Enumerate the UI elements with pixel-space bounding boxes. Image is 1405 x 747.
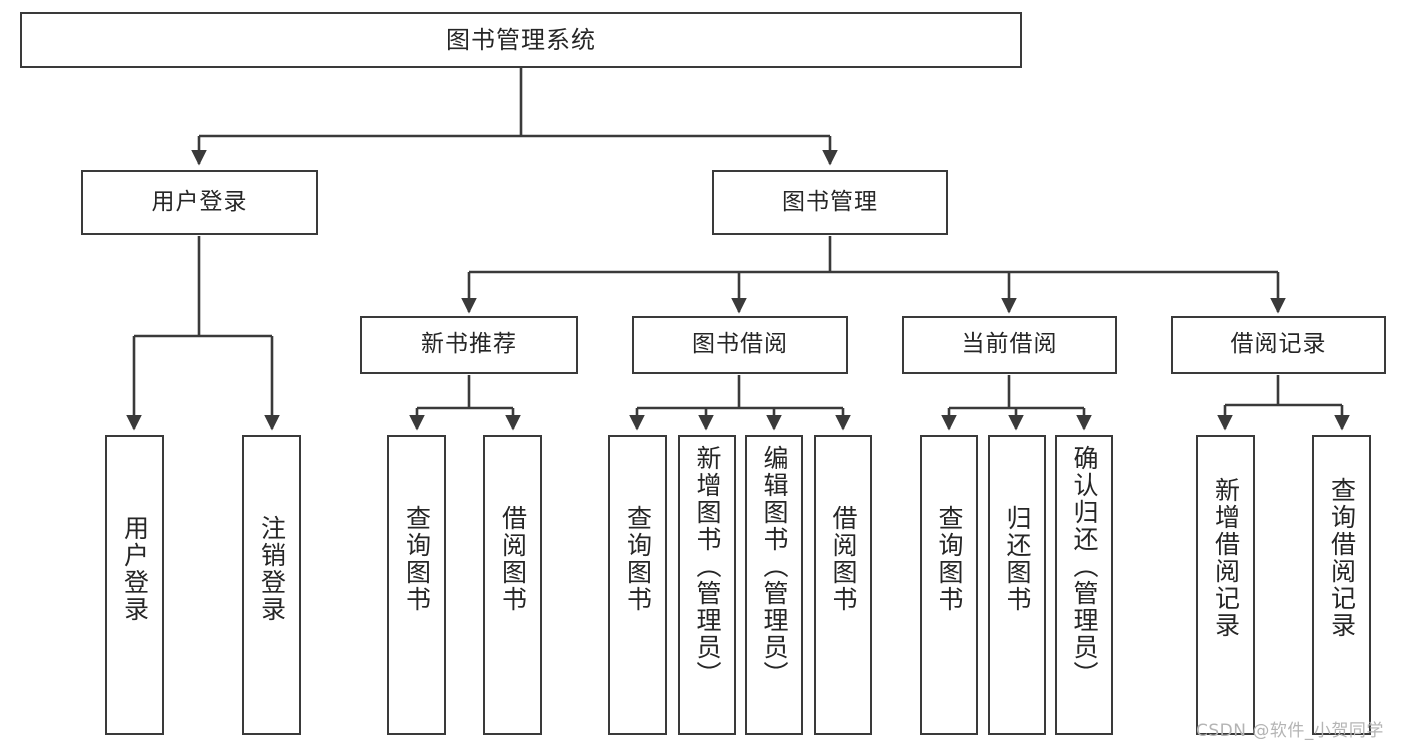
node-book-management-label: 图书管理 bbox=[782, 188, 878, 215]
node-book-management[interactable]: 图书管理 bbox=[712, 170, 948, 235]
node-leaf-logout-label: 注销登录 bbox=[257, 515, 287, 623]
node-leaf-add-record[interactable]: 新增借阅记录 bbox=[1196, 435, 1255, 735]
node-book-borrow-label: 图书借阅 bbox=[692, 331, 788, 358]
node-leaf-return-book-label: 归还图书 bbox=[1003, 505, 1032, 613]
node-user-login-label: 用户登录 bbox=[151, 188, 248, 215]
node-user-login[interactable]: 用户登录 bbox=[81, 170, 318, 235]
node-root-label: 图书管理系统 bbox=[446, 25, 596, 54]
node-leaf-edit-book[interactable]: 编辑图书（管理员） bbox=[745, 435, 803, 735]
node-leaf-query-record[interactable]: 查询借阅记录 bbox=[1312, 435, 1371, 735]
node-leaf-return-book[interactable]: 归还图书 bbox=[988, 435, 1046, 735]
node-leaf-confirm-return-label: 确认归还（管理员） bbox=[1070, 445, 1099, 688]
node-new-book-recommend-label: 新书推荐 bbox=[421, 331, 517, 358]
csdn-watermark: CSDN @软件_小贺同学 bbox=[1196, 721, 1384, 741]
node-leaf-query-book-2-label: 查询图书 bbox=[623, 505, 653, 613]
node-leaf-query-book-1-label: 查询图书 bbox=[402, 505, 432, 613]
node-leaf-borrow-book-1[interactable]: 借阅图书 bbox=[483, 435, 542, 735]
node-leaf-add-book-label: 新增图书（管理员） bbox=[693, 445, 722, 688]
node-leaf-confirm-return[interactable]: 确认归还（管理员） bbox=[1055, 435, 1113, 735]
node-leaf-query-book-2[interactable]: 查询图书 bbox=[608, 435, 667, 735]
node-leaf-borrow-book-2[interactable]: 借阅图书 bbox=[814, 435, 872, 735]
node-current-borrow-label: 当前借阅 bbox=[961, 331, 1058, 358]
node-leaf-borrow-book-1-label: 借阅图书 bbox=[498, 505, 528, 613]
node-current-borrow[interactable]: 当前借阅 bbox=[902, 316, 1117, 374]
node-leaf-borrow-book-2-label: 借阅图书 bbox=[829, 505, 858, 613]
node-leaf-query-book-3-label: 查询图书 bbox=[935, 505, 964, 613]
node-borrow-record[interactable]: 借阅记录 bbox=[1171, 316, 1386, 374]
node-new-book-recommend[interactable]: 新书推荐 bbox=[360, 316, 578, 374]
node-leaf-query-book-1[interactable]: 查询图书 bbox=[387, 435, 446, 735]
node-book-borrow[interactable]: 图书借阅 bbox=[632, 316, 848, 374]
node-leaf-user-login-label: 用户登录 bbox=[120, 515, 150, 623]
node-leaf-query-record-label: 查询借阅记录 bbox=[1327, 477, 1357, 639]
node-leaf-edit-book-label: 编辑图书（管理员） bbox=[760, 445, 789, 688]
node-leaf-add-book[interactable]: 新增图书（管理员） bbox=[678, 435, 736, 735]
node-leaf-logout[interactable]: 注销登录 bbox=[242, 435, 301, 735]
node-leaf-add-record-label: 新增借阅记录 bbox=[1211, 477, 1241, 639]
node-leaf-query-book-3[interactable]: 查询图书 bbox=[920, 435, 978, 735]
node-leaf-user-login[interactable]: 用户登录 bbox=[105, 435, 164, 735]
node-root[interactable]: 图书管理系统 bbox=[20, 12, 1022, 68]
node-borrow-record-label: 借阅记录 bbox=[1230, 331, 1327, 358]
